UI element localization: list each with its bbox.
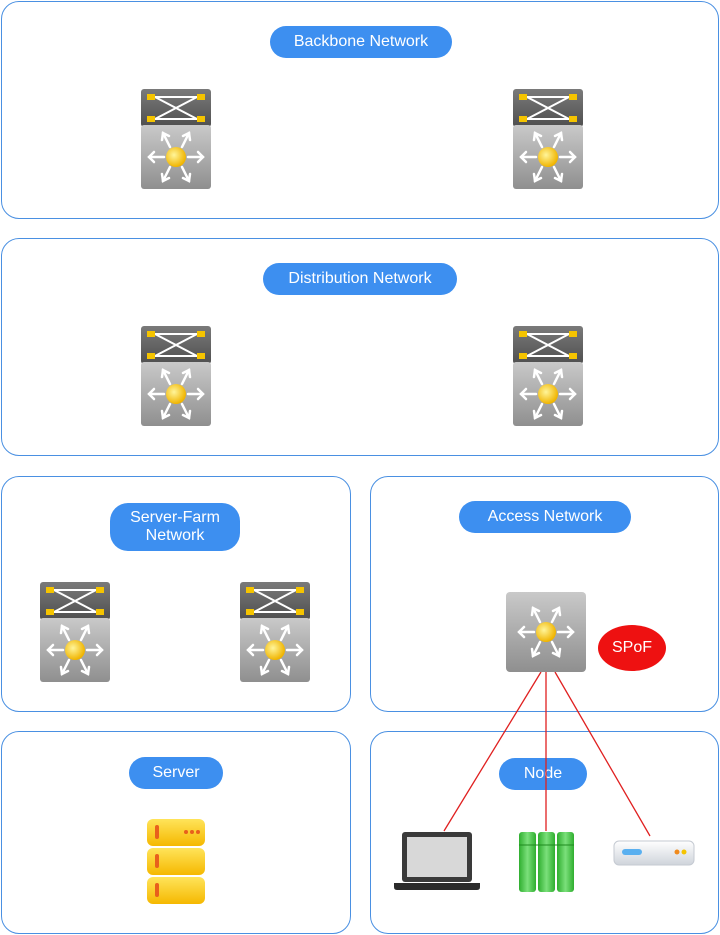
server-farm-network-title: Server-Farm Network xyxy=(110,503,240,551)
access-network-title: Access Network xyxy=(459,501,631,533)
link-to-laptop xyxy=(443,671,542,832)
server-rack-icon xyxy=(147,819,205,904)
server-farm-network-panel: Server-Farm Network xyxy=(1,476,351,712)
node-title: Node xyxy=(499,758,587,790)
switch-icon xyxy=(506,592,586,672)
link-to-router xyxy=(554,671,651,837)
distribution-network-title: Distribution Network xyxy=(263,263,457,295)
spof-badge: SPoF xyxy=(598,625,666,671)
laptop-icon xyxy=(394,832,480,890)
server-title: Server xyxy=(129,757,223,789)
storage-icon xyxy=(519,832,574,892)
server-panel: Server xyxy=(1,731,351,934)
distribution-network-panel: Distribution Network xyxy=(1,238,719,456)
backbone-network-title: Backbone Network xyxy=(270,26,452,58)
router-icon xyxy=(613,840,695,866)
backbone-network-panel: Backbone Network xyxy=(1,1,719,219)
